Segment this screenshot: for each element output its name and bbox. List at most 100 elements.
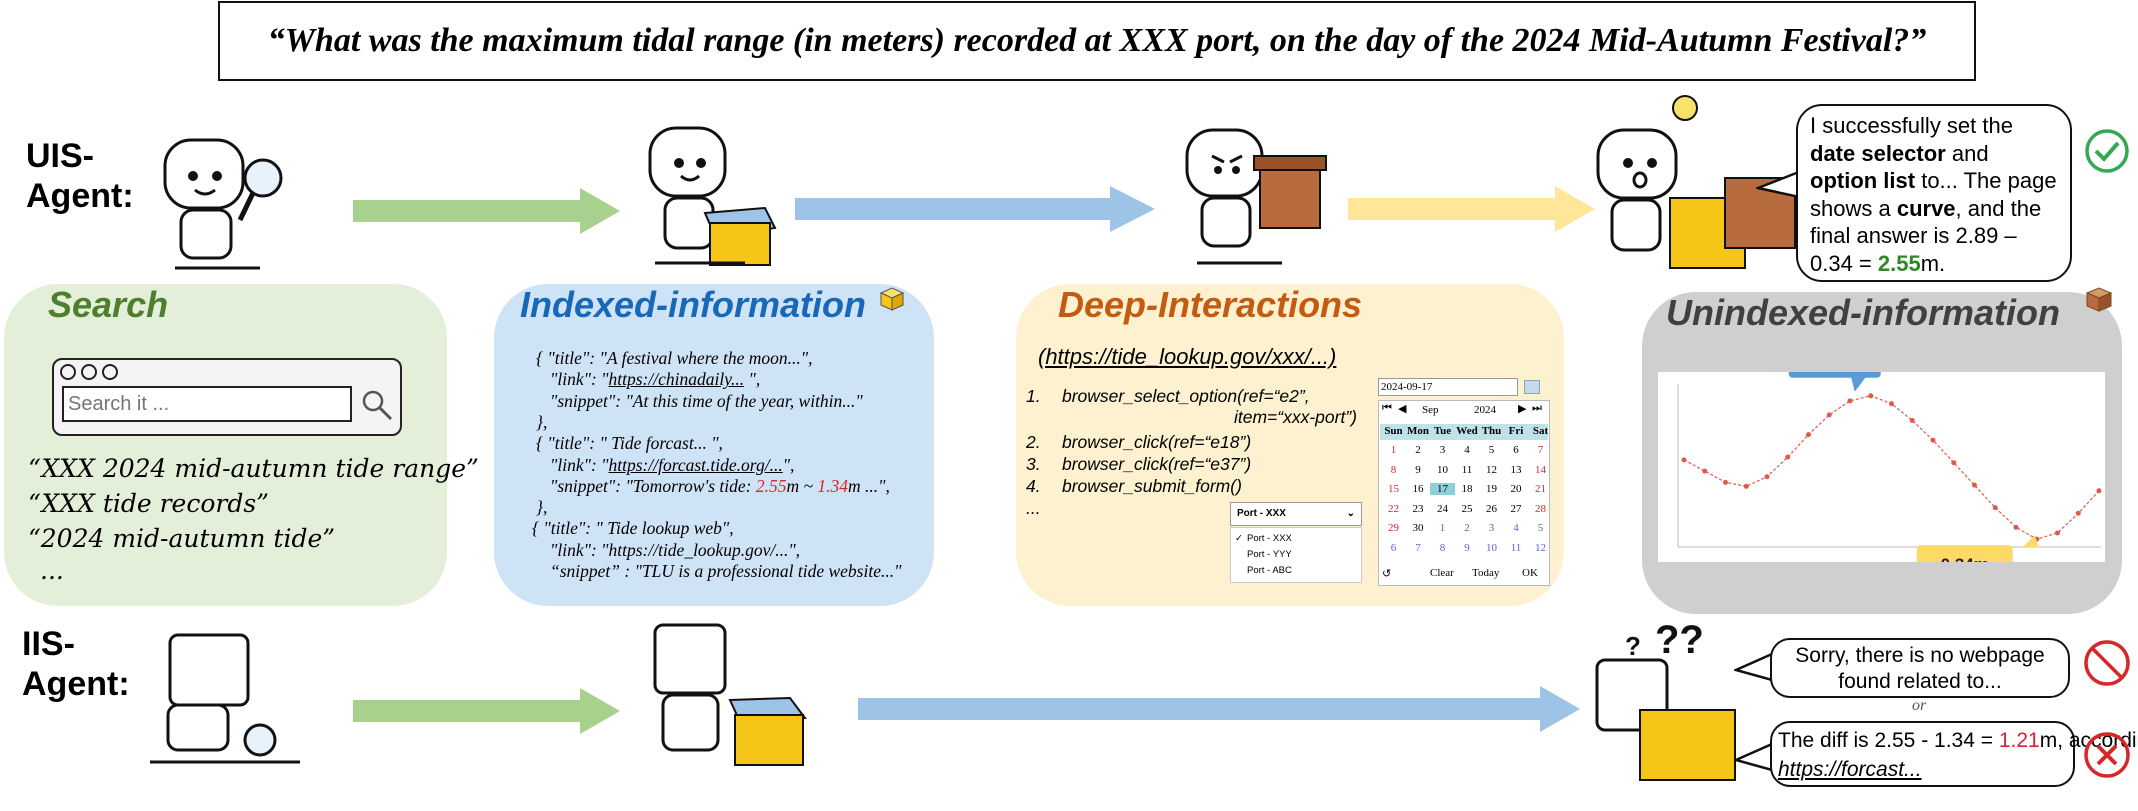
search-title: Search xyxy=(48,284,169,325)
calendar-day[interactable]: 10 xyxy=(1486,541,1497,554)
calendar-day[interactable]: 30 xyxy=(1412,522,1424,534)
max-callout xyxy=(1788,372,1881,378)
json-text: "link": " xyxy=(550,454,609,475)
max-callout-tail xyxy=(1850,375,1867,392)
tide-point xyxy=(1951,460,1957,466)
calendar-year[interactable]: 2024 xyxy=(1474,404,1496,416)
calendar-day[interactable]: 3 xyxy=(1488,522,1495,534)
calendar-day[interactable]: 20 xyxy=(1510,483,1522,495)
calendar-day[interactable]: 19 xyxy=(1486,483,1497,495)
weekday-label: Sun xyxy=(1384,425,1403,437)
calendar-day[interactable]: 26 xyxy=(1486,502,1497,515)
port-select[interactable]: Port - XXX ⌄ xyxy=(1230,502,1362,526)
calendar-day[interactable]: 12 xyxy=(1535,541,1546,554)
refresh-icon[interactable]: ↺ xyxy=(1382,568,1392,580)
calendar-day[interactable]: 15 xyxy=(1388,483,1399,495)
ok-button[interactable]: OK xyxy=(1522,567,1538,579)
arrow-iis-1 xyxy=(353,688,620,734)
arrow-uis-3 xyxy=(1348,186,1595,232)
tide-point xyxy=(1930,437,1936,443)
calendar-day[interactable]: 2 xyxy=(1415,444,1421,456)
calendar-day[interactable]: 23 xyxy=(1412,502,1424,515)
calendar-day[interactable]: 25 xyxy=(1461,502,1473,515)
calendar-day[interactable]: 4 xyxy=(1513,522,1519,534)
calendar-day[interactable]: 8 xyxy=(1439,541,1446,554)
calendar-day[interactable]: 16 xyxy=(1412,483,1424,495)
min-callout-label: 0.34m xyxy=(1941,555,1989,562)
tide-point xyxy=(2075,510,2081,516)
answer-text-part: date selector xyxy=(1810,140,1946,166)
calendar-day[interactable]: 21 xyxy=(1535,483,1546,495)
tide-point xyxy=(1847,398,1853,404)
search-input[interactable] xyxy=(62,386,352,422)
calendar-icon[interactable] xyxy=(1524,380,1540,394)
tide-point xyxy=(2096,488,2102,494)
step-number: 3. xyxy=(1026,454,1041,474)
calendar-day[interactable]: 5 xyxy=(1488,444,1495,456)
json-line: "link": "https://forcast.tide.org/...", xyxy=(550,455,794,476)
prev-year-icon[interactable]: ⏮ xyxy=(1382,402,1392,414)
date-input[interactable]: 2024-09-17 xyxy=(1378,378,1518,396)
calendar-day[interactable]: 6 xyxy=(1390,541,1397,554)
tide-point xyxy=(1723,479,1728,485)
next-month-icon[interactable]: ▶ xyxy=(1518,403,1527,415)
port-option[interactable]: Port - XXX xyxy=(1247,533,1292,544)
tide-value: 1.34 xyxy=(817,475,848,496)
json-text: { "title": "A festival where the moon...… xyxy=(536,348,813,368)
clear-button[interactable]: Clear xyxy=(1430,567,1454,579)
calendar-day[interactable]: 14 xyxy=(1535,463,1546,476)
calendar-day[interactable]: 29 xyxy=(1388,522,1399,534)
tide-point xyxy=(1785,454,1791,460)
calendar-day[interactable]: 9 xyxy=(1415,463,1421,476)
weekday-label: Wed xyxy=(1456,425,1478,437)
step-number: 2. xyxy=(1026,432,1041,452)
calendar-day[interactable]: 7 xyxy=(1415,541,1421,554)
question-box: “What was the maximum tidal range (in me… xyxy=(218,1,1976,81)
weekday-label: Tue xyxy=(1433,425,1452,437)
uis-answer-text: I successfully set the date selector and… xyxy=(1810,112,2060,277)
calendar-month[interactable]: Sep xyxy=(1422,404,1439,416)
calendar-day[interactable]: 11 xyxy=(1510,541,1522,554)
calendar-day[interactable]: 22 xyxy=(1388,502,1399,515)
calendar-day[interactable]: 8 xyxy=(1390,463,1397,476)
calendar-day[interactable]: 5 xyxy=(1537,522,1544,534)
calendar-day[interactable]: 4 xyxy=(1464,444,1470,456)
calendar-day[interactable]: 6 xyxy=(1513,444,1519,456)
json-link[interactable]: https://chinadaily... xyxy=(608,369,745,390)
today-button[interactable]: Today xyxy=(1472,567,1500,579)
calendar-day[interactable]: 1 xyxy=(1390,444,1397,456)
calendar-day[interactable]: 1 xyxy=(1439,522,1446,534)
diff-link[interactable]: https://forcast... xyxy=(1778,758,1922,781)
crate-icon xyxy=(2085,287,2113,312)
search-icon[interactable] xyxy=(360,388,394,422)
json-line: "link": "https://chinadaily... ", xyxy=(550,369,760,390)
uis-robot-indexed xyxy=(648,126,777,266)
calendar-day[interactable]: 12 xyxy=(1486,463,1497,476)
unindexed-panel: Unindexed-information 2.89m0.34m xyxy=(1642,292,2122,614)
calendar-day[interactable]: 28 xyxy=(1535,502,1546,515)
calendar-day[interactable]: 3 xyxy=(1439,444,1446,456)
calendar-day[interactable]: 24 xyxy=(1437,502,1448,515)
step-text: browser_click(ref=“e18”) xyxy=(1062,432,1252,452)
calendar-day[interactable]: 7 xyxy=(1537,444,1544,456)
prev-month-icon[interactable]: ◀ xyxy=(1398,403,1407,415)
calendar-day[interactable]: 13 xyxy=(1510,463,1522,476)
calendar-day[interactable]: 10 xyxy=(1437,463,1448,476)
calendar-day[interactable]: 2 xyxy=(1464,522,1470,534)
calendar-day[interactable]: 17 xyxy=(1430,483,1455,495)
calendar-day[interactable]: 27 xyxy=(1510,502,1522,515)
json-link[interactable]: https://forcast.tide.org/... xyxy=(608,454,783,475)
calendar-day[interactable]: 18 xyxy=(1461,483,1473,495)
port-select-value: Port - XXX xyxy=(1237,508,1286,519)
next-year-icon[interactable]: ⏭ xyxy=(1532,402,1542,414)
tide-point xyxy=(1992,505,1998,511)
iis-sorry-text: Sorry, there is no webpage found related… xyxy=(1795,644,2045,693)
deep-title: Deep-Interactions xyxy=(1058,284,1363,325)
port-option[interactable]: Port - YYY xyxy=(1247,549,1292,560)
step-text: browser_submit_form() xyxy=(1062,476,1242,496)
port-option[interactable]: Port - ABC xyxy=(1247,565,1292,576)
calendar-day[interactable]: 9 xyxy=(1464,541,1470,554)
calendar-day[interactable]: 11 xyxy=(1461,463,1473,476)
